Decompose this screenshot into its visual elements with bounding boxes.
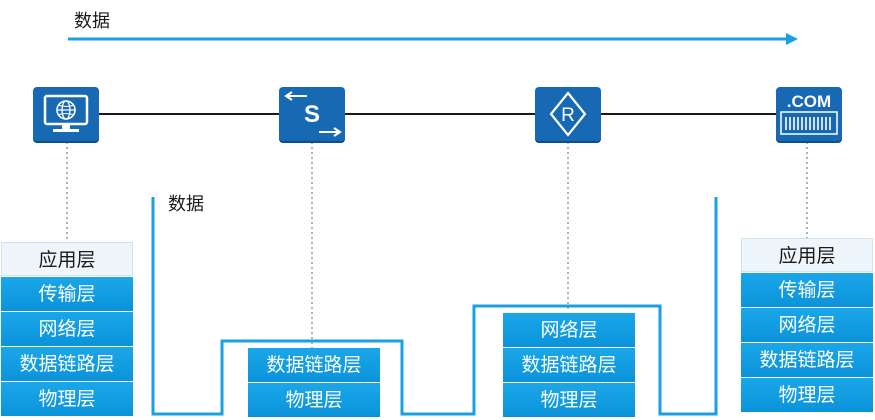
layer-network: 网络层 xyxy=(1,312,133,346)
layer-application: 应用层 xyxy=(1,242,133,276)
computer-globe-icon[interactable] xyxy=(33,87,99,141)
switch-glyph: S xyxy=(284,91,342,137)
data-flow-arrow-head xyxy=(786,33,798,45)
router-icon[interactable]: R xyxy=(535,87,601,141)
layer-physical: 物理层 xyxy=(741,378,873,412)
router-glyph: R xyxy=(549,91,587,137)
layer-data-link: 数据链路层 xyxy=(1,347,133,381)
layer-physical: 物理层 xyxy=(1,382,133,416)
path-label: 数据 xyxy=(168,194,204,215)
switch-letter: S xyxy=(304,101,320,128)
server-com-icon[interactable]: .COM xyxy=(776,87,842,141)
switch-icon[interactable]: S xyxy=(279,87,345,141)
layer-physical: 物理层 xyxy=(503,383,635,417)
data-path-line xyxy=(151,197,718,416)
server-layer-stack: 应用层 传输层 网络层 数据链路层 物理层 xyxy=(741,238,873,412)
server-com-glyph: .COM xyxy=(780,92,838,135)
layer-data-link: 数据链路层 xyxy=(503,348,635,382)
layer-application: 应用层 xyxy=(741,238,873,272)
layer-data-link: 数据链路层 xyxy=(248,348,380,382)
pc-layer-stack: 应用层 传输层 网络层 数据链路层 物理层 xyxy=(1,242,133,416)
layer-transport: 传输层 xyxy=(1,277,133,311)
router-letter: R xyxy=(561,105,575,126)
computer-globe-glyph xyxy=(43,94,89,132)
layer-network: 网络层 xyxy=(503,313,635,347)
layer-physical: 物理层 xyxy=(248,383,380,417)
top-flow-label: 数据 xyxy=(74,11,110,32)
router-layer-stack: 网络层 数据链路层 物理层 xyxy=(503,313,635,417)
server-com-text: .COM xyxy=(787,92,831,111)
switch-layer-stack: 数据链路层 物理层 xyxy=(248,348,380,417)
layer-transport: 传输层 xyxy=(741,273,873,307)
layer-network: 网络层 xyxy=(741,308,873,342)
layer-data-link: 数据链路层 xyxy=(741,343,873,377)
